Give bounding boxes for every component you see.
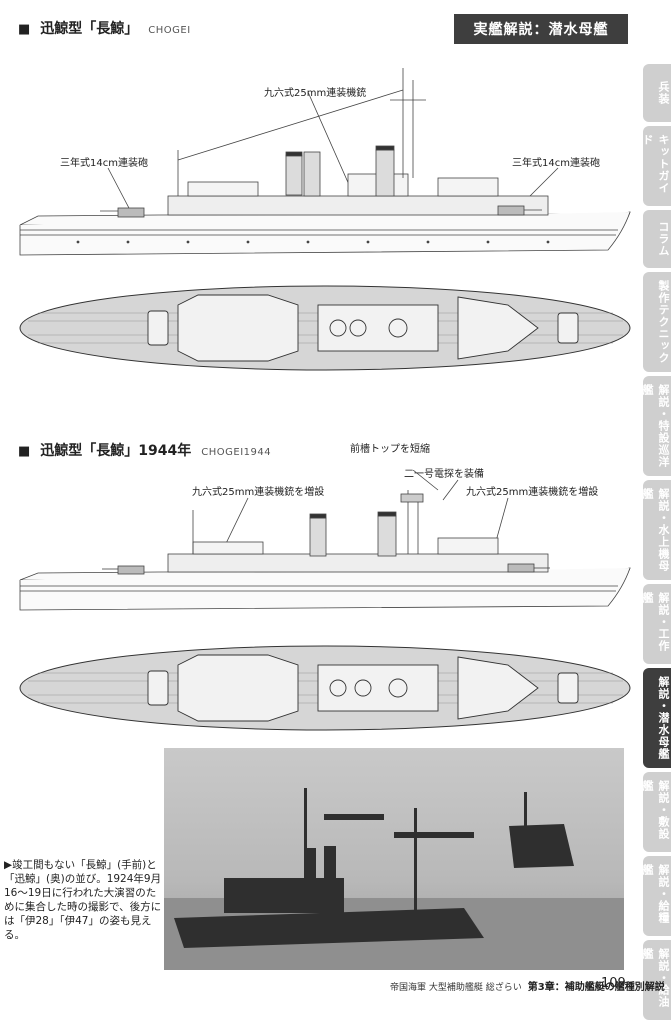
square-bullet-icon: ■ [18, 22, 31, 37]
callout-radar: 二一号電探を装備 [404, 469, 484, 480]
ship-topview-2 [19, 645, 631, 731]
tab-repair-ship[interactable]: 解説・工作艦 [643, 584, 671, 664]
side-tabs: 兵装 キットガイド コラム 製作テクニック 解説・特設巡洋艦 解説・水上機母艦 … [643, 64, 672, 1024]
callout-gun-right: 三年式14cm連装砲 [512, 158, 600, 169]
footer-chapter: 第3章：補助艦艇の艦種別解説 [527, 982, 665, 993]
section2-heading: ■ 迅鯨型「長鯨」1944年 CHOGEI1944 [18, 440, 271, 460]
ship-profile-2 [19, 470, 631, 611]
photo-caption: ▶竣工間もない「長鯨」(手前)と「迅鯨」(奥)の並び。1924年9月16～19日… [4, 859, 162, 941]
tab-seaplane-tender[interactable]: 解説・水上機母艦 [643, 480, 671, 580]
callout-aa-center: 九六式25mm連装機銃 [264, 88, 367, 99]
callout-mast-short: 前檣トップを短縮 [350, 444, 430, 455]
footer: 帝国海軍 大型補助艦艇 総ざらい 第3章：補助艦艇の艦種別解説 [390, 978, 665, 993]
section2-title: 迅鯨型「長鯨」1944年 [40, 443, 192, 459]
tab-minelayer[interactable]: 解説・敷設艦 [643, 772, 671, 852]
ship-topview-1 [19, 285, 631, 371]
ship-profile-1 [19, 68, 631, 256]
tab-aux-cruiser[interactable]: 解説・特設巡洋艦 [643, 376, 671, 476]
section-banner: 実艦解説：潜水母艦 [454, 14, 628, 44]
page-number: 109 [601, 976, 626, 991]
callout-gun-left: 三年式14cm連装砲 [60, 158, 148, 169]
section1-en-title: CHOGEI [148, 25, 191, 36]
tab-techniques[interactable]: 製作テクニック [643, 272, 671, 372]
photo-scene [164, 788, 624, 970]
square-bullet-icon-2: ■ [18, 444, 31, 459]
page: ■ 迅鯨型「長鯨」 CHOGEI 実艦解説：潜水母艦 兵装 キットガイド コラム… [4, 14, 671, 1020]
historical-photo [164, 748, 624, 970]
tab-weapons[interactable]: 兵装 [643, 64, 671, 122]
tab-column[interactable]: コラム [643, 210, 671, 268]
callout-aa-right: 九六式25mm連装機銃を増設 [466, 487, 599, 498]
footer-book: 帝国海軍 大型補助艦艇 総ざらい [390, 983, 522, 993]
tab-kit-guide[interactable]: キットガイド [643, 126, 671, 206]
callout-aa-left: 九六式25mm連装機銃を増設 [192, 487, 325, 498]
tab-supply-ship[interactable]: 解説・給糧艦 [643, 856, 671, 936]
tab-sub-tender[interactable]: 解説・潜水母艦 [643, 668, 671, 768]
section2-en-title: CHOGEI1944 [201, 447, 272, 458]
section1-title: 迅鯨型「長鯨」 [40, 21, 139, 37]
section1-heading: ■ 迅鯨型「長鯨」 CHOGEI [18, 18, 191, 38]
